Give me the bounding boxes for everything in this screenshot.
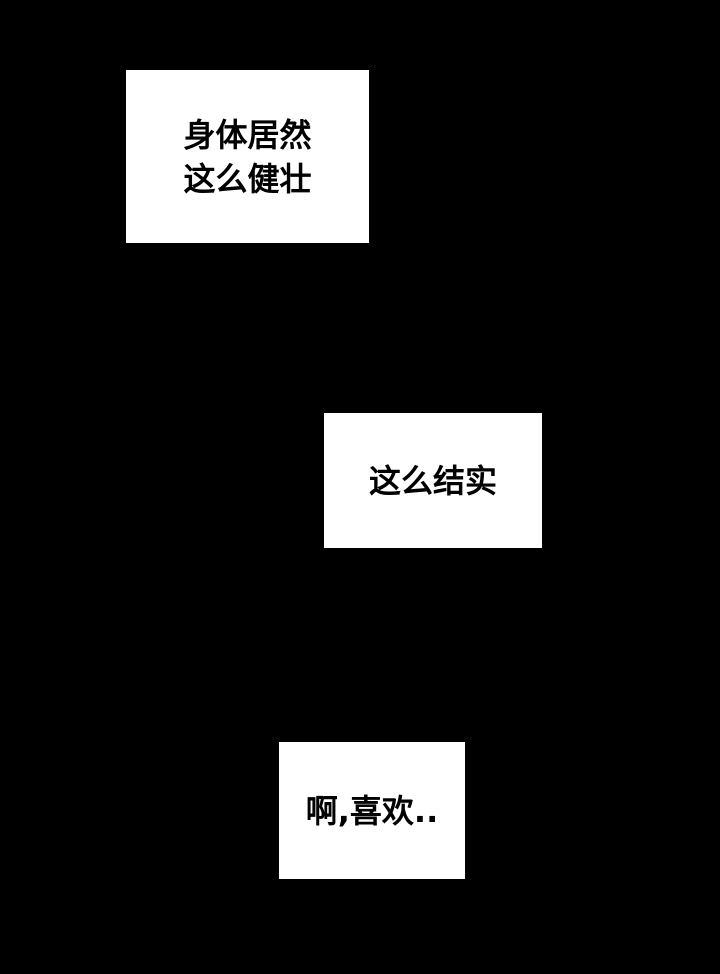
caption-line: 身体居然 [183,115,312,154]
caption-text-3: 啊,喜欢.. [306,789,438,833]
caption-box-3: 啊,喜欢.. [279,742,465,879]
caption-line: 这么结实 [368,461,497,500]
caption-text-1: 身体居然 这么健壮 [183,113,311,201]
caption-line: 啊,喜欢.. [305,791,439,830]
caption-line: 这么健壮 [183,159,312,198]
caption-box-2: 这么结实 [324,413,542,548]
caption-text-2: 这么结实 [369,459,497,503]
caption-box-1: 身体居然 这么健壮 [126,70,369,243]
